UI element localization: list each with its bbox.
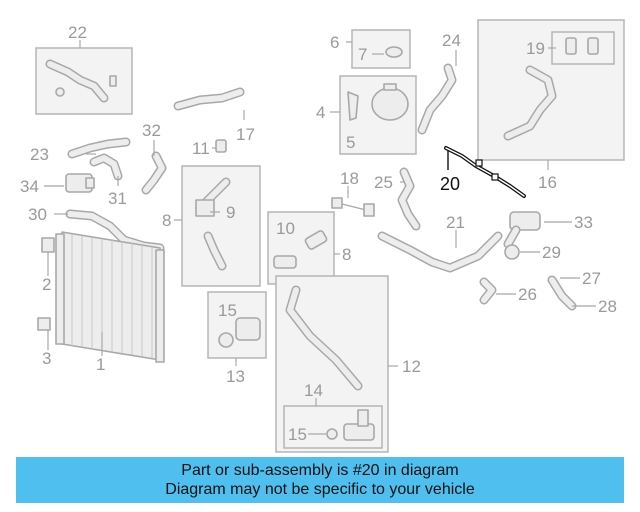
callout-26: 26 [518,285,537,304]
callout-33: 33 [574,213,593,232]
callout-29: 29 [542,243,561,262]
callout-30: 30 [28,205,47,224]
parts-diagram: 22 6 7 4 5 24 19 16 11 17 32 23 31 34 30… [20,19,625,453]
callout-4: 4 [316,103,325,122]
part-20-pipe-highlighted[interactable] [444,146,526,198]
callout-8-upper: 8 [162,211,171,230]
callout-28: 28 [598,297,617,316]
callout-18: 18 [340,169,359,188]
group-box-19 [551,31,615,65]
group-box-8-lower [267,211,335,285]
part-3-bracket[interactable] [37,317,51,331]
banner-line-2: Diagram may not be specific to your vehi… [165,481,475,498]
part-2-bracket[interactable] [41,237,55,253]
leader-lines [44,40,596,435]
part-29-clamp[interactable] [504,244,520,260]
callout-6: 6 [330,33,339,52]
part-18-bracket[interactable] [331,197,375,217]
part-32-hose[interactable] [141,151,167,195]
callout-13: 13 [226,367,245,386]
part-24-hose[interactable] [417,63,457,135]
part-8-upper-hoses[interactable] [195,177,231,271]
callout-5: 5 [346,133,355,152]
callout-17: 17 [236,125,255,144]
callout-2: 2 [42,275,51,294]
callout-1: 1 [96,355,105,374]
part-26-hose[interactable] [479,277,497,305]
callout-15-lower: 15 [288,425,307,444]
callout-27: 27 [582,269,601,288]
callout-12: 12 [402,357,421,376]
part-21-pipe[interactable] [377,231,503,273]
info-banner: Part or sub-assembly is #20 in diagram D… [16,457,624,503]
part-12-hose[interactable] [285,285,363,391]
callout-14: 14 [304,381,323,400]
part-22-hose[interactable] [45,59,117,103]
callout-8-lower: 8 [342,245,351,264]
part-33-housing[interactable] [503,211,541,249]
callout-32: 32 [142,121,161,140]
banner-line-1: Part or sub-assembly is #20 in diagram [181,462,459,479]
part-25-hose[interactable] [397,167,421,231]
part-7-cap[interactable] [385,46,403,58]
callout-19: 19 [526,39,545,58]
callout-16: 16 [538,173,557,192]
part-14-fitting[interactable] [343,409,375,441]
callout-3: 3 [42,349,51,368]
callout-labels: 22 6 7 4 5 24 19 16 11 17 32 23 31 34 30… [20,23,617,444]
part-5-reservoir[interactable] [347,83,409,121]
callout-20: 20 [440,174,460,194]
callout-7: 7 [358,45,367,64]
callout-25: 25 [374,173,393,192]
part-31-hose[interactable] [89,153,123,181]
part-28-hose[interactable] [547,275,577,311]
part-17-hose[interactable] [173,87,245,111]
part-11-clip[interactable] [215,139,227,153]
callout-10: 10 [276,219,295,238]
part-15-seal-lower[interactable] [326,428,338,440]
part-16-hoses[interactable] [503,37,599,141]
callout-15-upper: 15 [218,301,237,320]
part-15-seal-upper[interactable] [218,317,261,348]
part-10-fitting[interactable] [273,230,328,269]
callout-34: 34 [20,177,39,196]
callout-9: 9 [226,203,235,222]
callout-31: 31 [108,189,127,208]
part-23-hose[interactable] [67,137,131,159]
callout-24: 24 [442,31,461,50]
callout-23: 23 [30,145,49,164]
callout-21: 21 [446,213,465,232]
callout-22: 22 [68,23,87,42]
callout-11: 11 [192,139,210,158]
part-1-radiator[interactable] [55,231,165,363]
part-34-thermostat[interactable] [65,173,95,193]
